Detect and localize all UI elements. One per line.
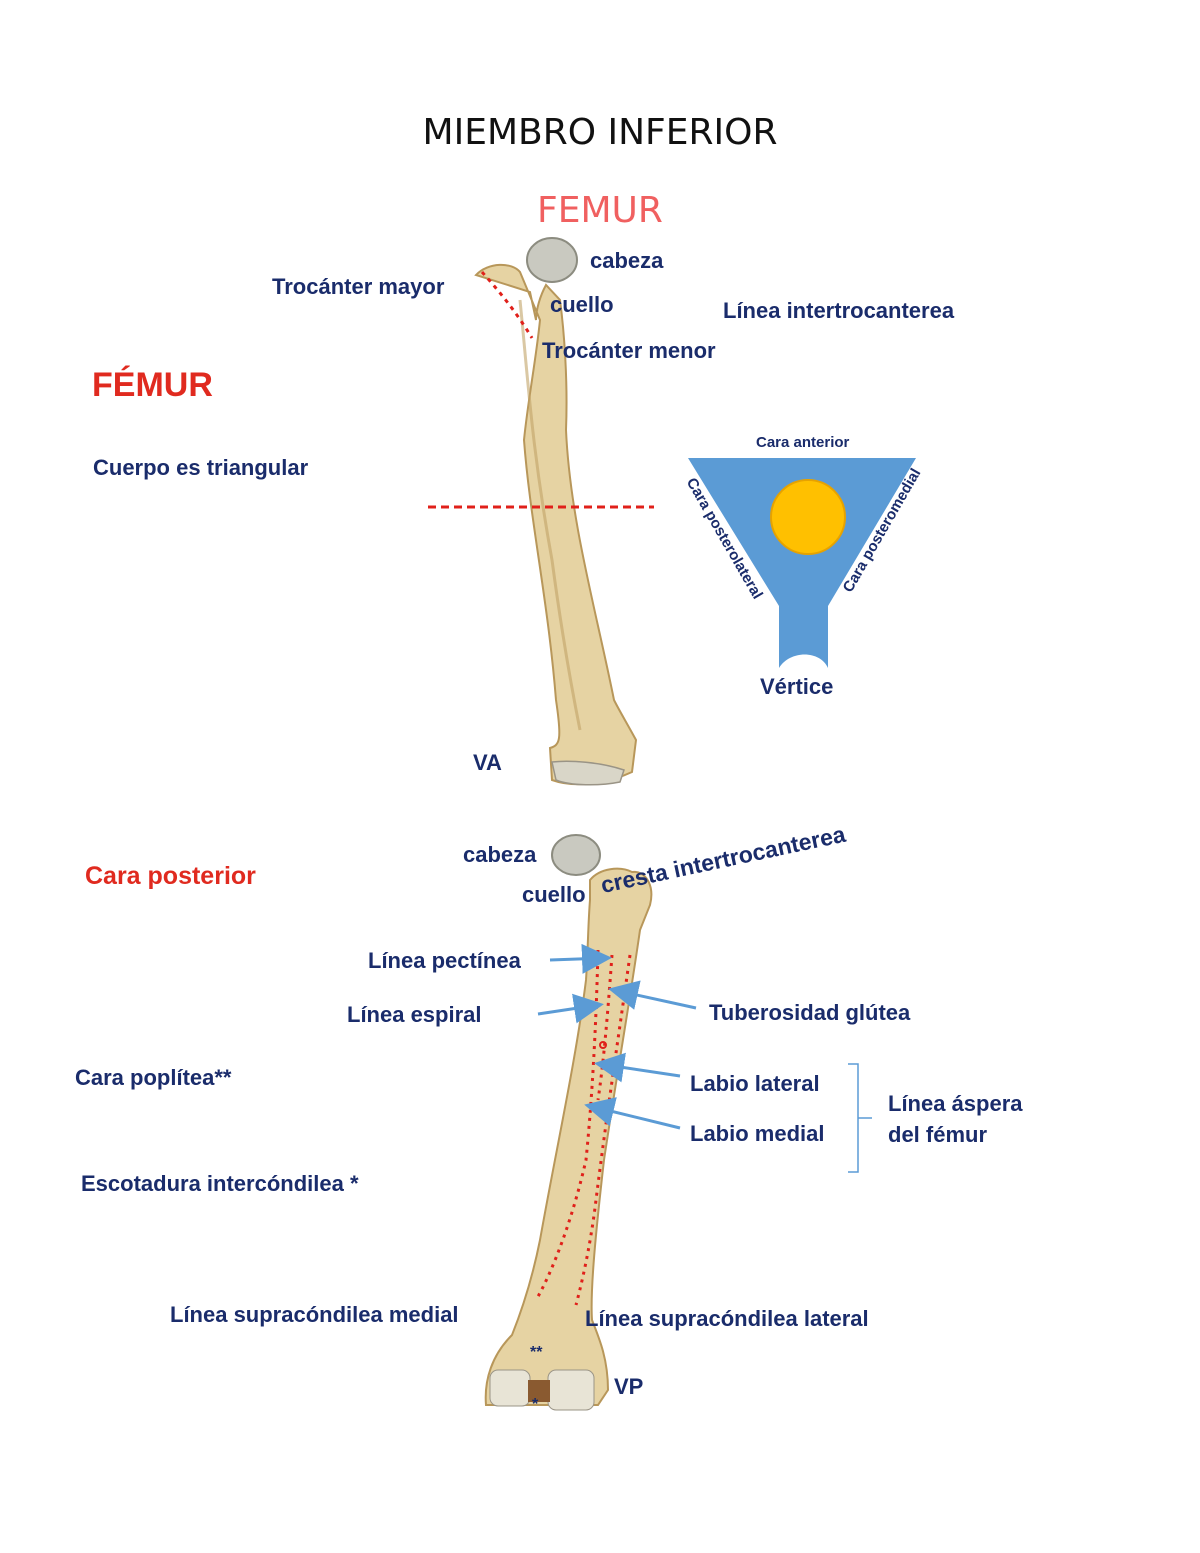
note-cuerpo-triangular: Cuerpo es triangular	[93, 455, 309, 480]
arrow-tuberosidad	[608, 980, 697, 1010]
femoral-head-anterior	[526, 237, 578, 283]
label-cabeza-anterior: cabeza	[590, 248, 664, 273]
heading-cara-posterior: Cara posterior	[85, 862, 256, 890]
label-linea-aspera-1: Línea áspera	[888, 1091, 1023, 1116]
heading-femur: FÉMUR	[92, 366, 213, 404]
label-escotadura-intercondilea: Escotadura intercóndilea *	[81, 1171, 359, 1196]
linea-intertrocanterea-dotted	[480, 271, 534, 339]
label-tuberosidad-glutea: Tuberosidad glútea	[709, 1000, 911, 1025]
label-cara-poplitea: Cara poplítea**	[75, 1065, 232, 1090]
label-supracondilea-lateral: Línea supracóndilea lateral	[585, 1306, 869, 1331]
femur-anterior-illustration	[474, 237, 638, 786]
condyle-left	[489, 1369, 531, 1407]
femoral-head-posterior	[551, 834, 601, 876]
label-cabeza-posterior: cabeza	[463, 842, 537, 867]
label-cuello-posterior: cuello	[522, 882, 586, 907]
label-labio-lateral: Labio lateral	[690, 1071, 820, 1096]
label-labio-medial: Labio medial	[690, 1121, 825, 1146]
label-cuello-anterior: cuello	[550, 292, 614, 317]
label-linea-intertrocanterea: Línea intertrocanterea	[723, 298, 955, 323]
mark-double-asterisk: **	[530, 1344, 543, 1361]
label-linea-espiral: Línea espiral	[347, 1002, 482, 1027]
label-view-va: VA	[473, 750, 502, 775]
subtitle-femur: FEMUR	[537, 190, 663, 231]
mark-single-asterisk: *	[532, 1396, 539, 1413]
cross-section-shape	[688, 458, 916, 668]
arrow-labio-lateral	[594, 1052, 681, 1083]
medullary-circle	[770, 479, 846, 555]
label-trocanter-menor: Trocánter menor	[542, 338, 716, 363]
condyle-right	[547, 1369, 595, 1411]
intercondylar-notch	[528, 1380, 550, 1402]
arrow-labio-medial	[584, 1097, 681, 1130]
label-cara-anterior: Cara anterior	[756, 434, 850, 451]
arrow-linea-espiral	[537, 993, 604, 1024]
label-linea-pectinea: Línea pectínea	[368, 948, 521, 973]
label-trocanter-mayor: Trocánter mayor	[272, 274, 445, 299]
label-supracondilea-medial: Línea supracóndilea medial	[170, 1302, 459, 1327]
linea-aspera-lateral-dotted	[574, 954, 632, 1306]
page-title: MIEMBRO INFERIOR	[422, 112, 778, 153]
label-linea-aspera-2: del fémur	[888, 1122, 988, 1147]
bracket-linea-aspera	[848, 1063, 872, 1173]
arrow-linea-pectinea	[549, 943, 612, 974]
pointer-arrows	[537, 943, 697, 1130]
label-vertice: Vértice	[760, 674, 834, 699]
label-view-vp: VP	[614, 1374, 644, 1399]
